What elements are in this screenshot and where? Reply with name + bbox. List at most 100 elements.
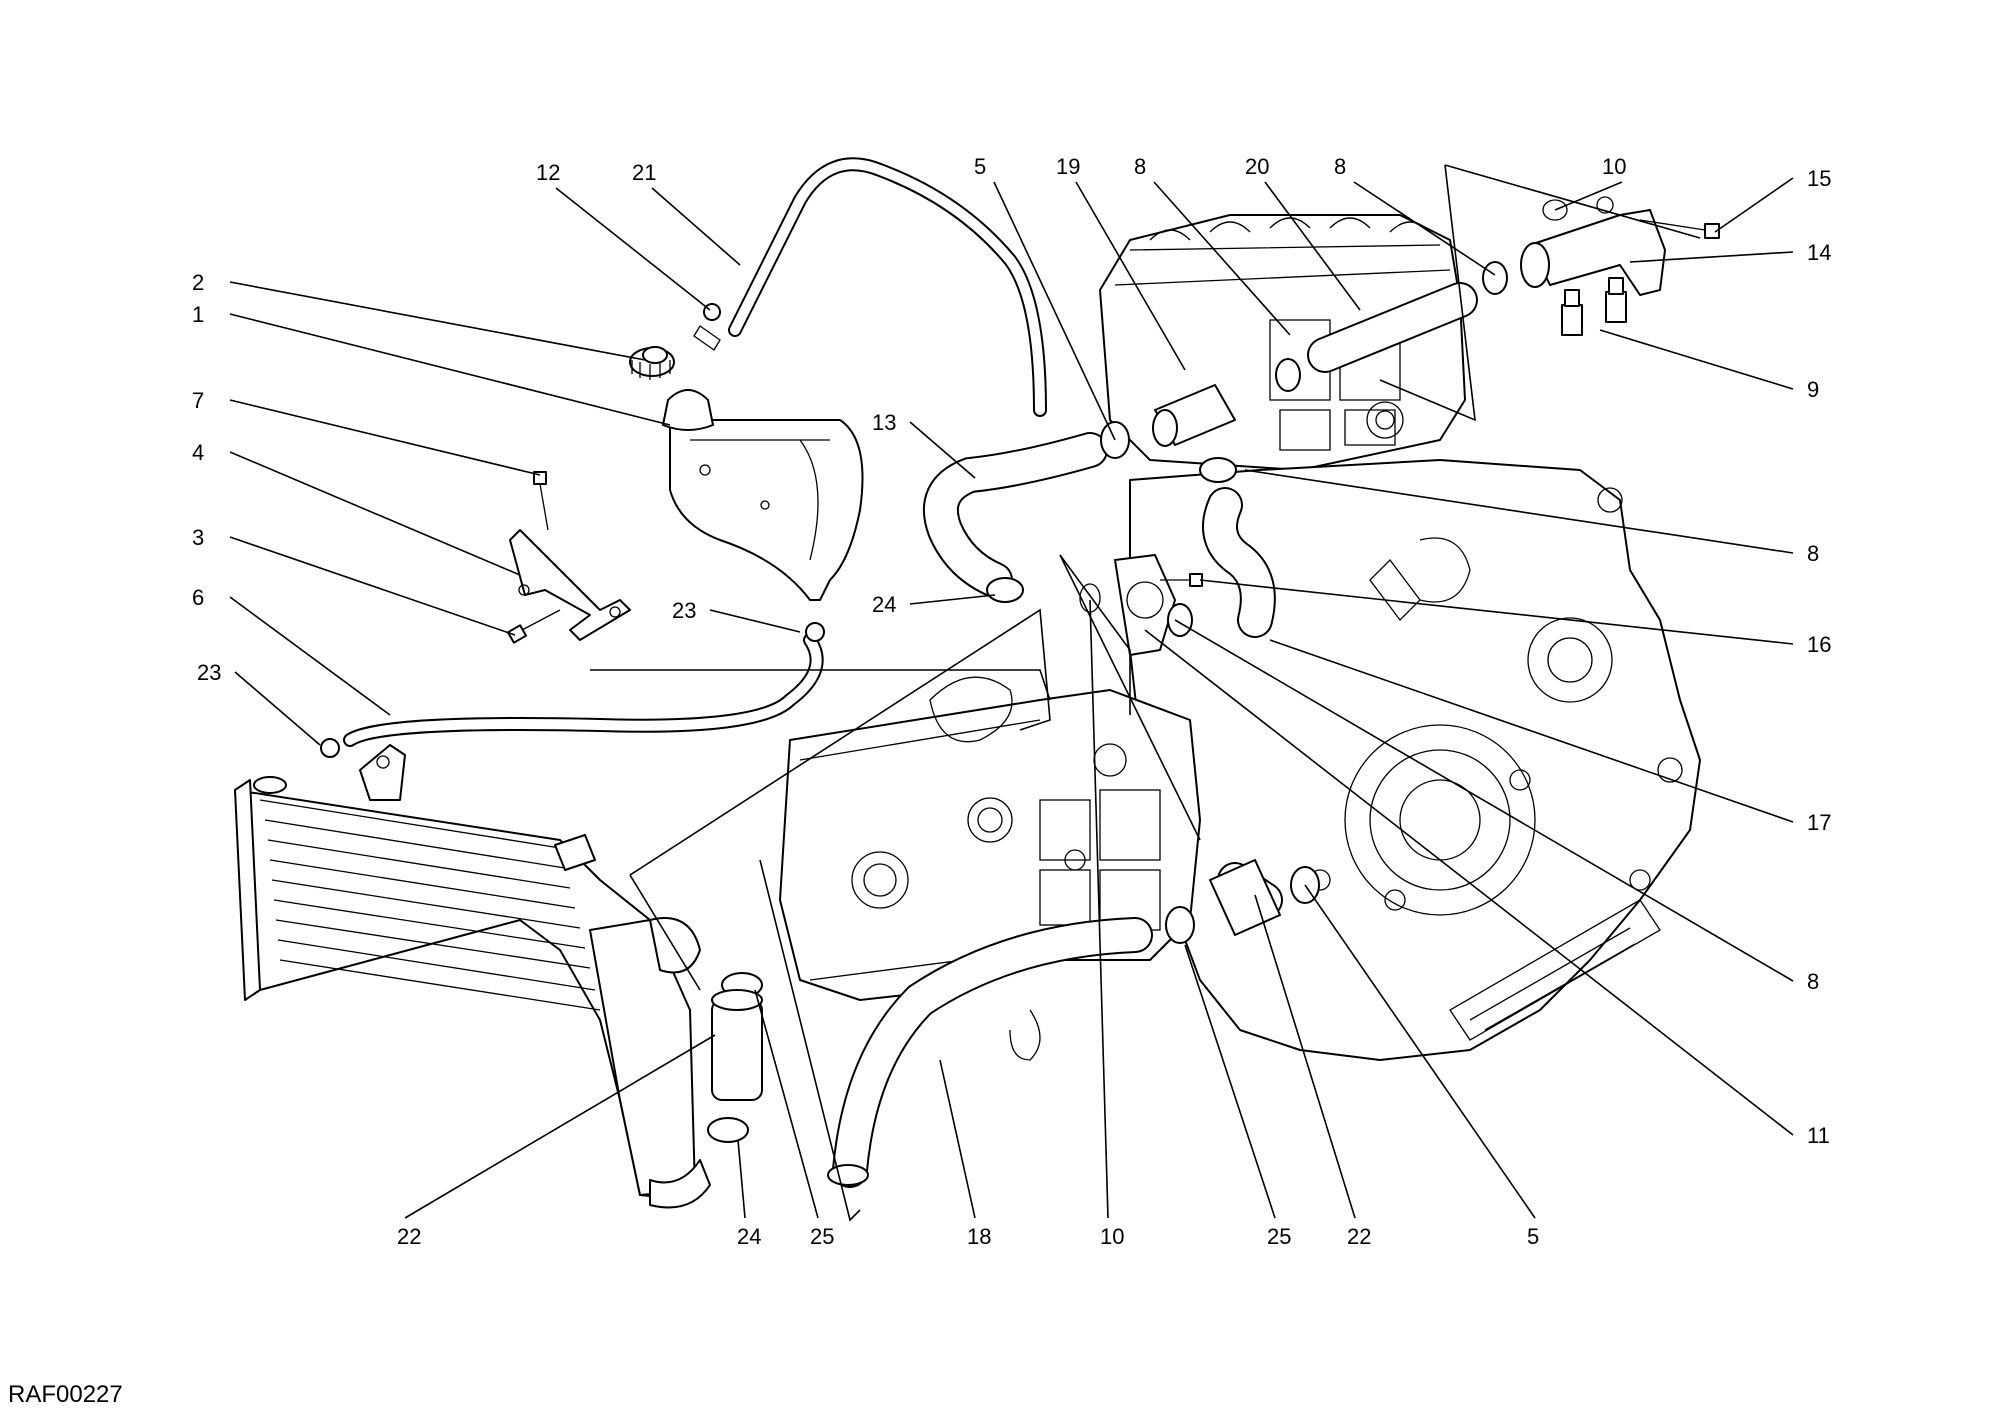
callout-leader-25	[1184, 944, 1276, 1219]
callout-number: 17	[1807, 810, 1831, 835]
callout-leader-22	[404, 1034, 716, 1219]
housing-screw	[1639, 219, 1720, 239]
callout-number: 22	[1347, 1224, 1371, 1249]
bracket-bolt-upper	[533, 471, 549, 531]
hose-clamp-24-upper	[986, 577, 1024, 603]
upper-hose	[923, 432, 1108, 598]
callout-leader-10	[1089, 599, 1109, 1219]
callout-number: 14	[1807, 240, 1831, 265]
vent-tube	[728, 157, 1047, 417]
expansion-tank	[662, 389, 864, 601]
callout-number: 4	[192, 440, 204, 465]
connector-hose-20	[1307, 282, 1478, 373]
callout-leader-8	[1244, 469, 1794, 554]
callout-leader-20	[1264, 181, 1361, 311]
callout-number: 24	[737, 1224, 761, 1249]
callout-number: 9	[1807, 377, 1819, 402]
grouping-lines	[590, 164, 1701, 1222]
callout-leader-8	[1153, 181, 1291, 336]
hose-clamp-8-a	[1275, 358, 1301, 392]
callout-leader-5	[993, 181, 1116, 441]
connector-hose-22-left	[711, 989, 763, 1101]
callout-leader-2	[229, 281, 646, 361]
callout-leader-12	[555, 187, 711, 311]
callout-number: 15	[1807, 166, 1831, 191]
callout-number: 25	[1267, 1224, 1291, 1249]
callout-number: 18	[967, 1224, 991, 1249]
callout-leader-21	[651, 187, 741, 266]
callout-number: 8	[1334, 154, 1346, 179]
callout-number: 5	[974, 154, 986, 179]
bracket-bolt-lower	[506, 609, 561, 644]
callout-leader-23	[234, 671, 321, 746]
callout-leader-10	[1554, 181, 1623, 211]
callout-number: 24	[872, 592, 896, 617]
callout-number: 23	[672, 598, 696, 623]
callout-leader-25	[754, 989, 819, 1219]
hose-clamp-24-lower	[707, 1117, 749, 1143]
callout-leader-11	[1144, 629, 1794, 1136]
callout-leader-24	[737, 1139, 746, 1219]
filler-cap	[629, 346, 675, 380]
callout-number: 1	[192, 302, 204, 327]
hose-clamp-25-right	[1165, 906, 1195, 944]
temperature-sensors	[1561, 277, 1627, 336]
lower-radiator-hose	[827, 917, 1153, 1188]
connector-hose-22-right	[1209, 859, 1283, 936]
callout-number: 19	[1056, 154, 1080, 179]
callout-leader-16	[1199, 579, 1794, 645]
callout-leader-8	[1353, 181, 1496, 276]
callout-number: 2	[192, 270, 204, 295]
callout-number: 13	[872, 410, 896, 435]
overflow-hose	[343, 633, 824, 747]
callout-number: 16	[1807, 632, 1831, 657]
callout-number: 10	[1602, 154, 1626, 179]
callout-leader-3	[229, 536, 516, 636]
callout-leader-22	[1254, 894, 1356, 1219]
hose-clamp-8-d	[1167, 603, 1193, 637]
callout-number: 8	[1807, 541, 1819, 566]
callout-leader-13	[909, 421, 976, 479]
callout-number: 21	[632, 160, 656, 185]
bypass-hose-17	[1202, 487, 1276, 638]
callout-number: 3	[192, 525, 204, 550]
drawing-code: RAF00227	[8, 1381, 123, 1408]
callout-leader-6	[229, 596, 391, 716]
callout-number: 5	[1527, 1224, 1539, 1249]
callout-leader-7	[229, 399, 541, 476]
callout-leader-17	[1269, 639, 1794, 823]
callout-leader-8	[1174, 619, 1794, 982]
callout-leader-15	[1714, 177, 1794, 233]
callout-leader-9	[1599, 329, 1794, 390]
callout-number: 12	[536, 160, 560, 185]
radiator	[234, 744, 711, 1209]
hose-clamp-upper	[805, 622, 825, 642]
callout-number: 10	[1100, 1224, 1124, 1249]
vent-clamp	[693, 303, 721, 351]
callout-number: 23	[197, 660, 221, 685]
callout-number: 6	[192, 585, 204, 610]
callout-leader-19	[1075, 181, 1186, 371]
front-cylinder-head	[779, 676, 1201, 1061]
callout-number: 20	[1245, 154, 1269, 179]
tank-bracket	[509, 529, 631, 641]
thermostat-housing	[1520, 196, 1666, 296]
callout-number: 8	[1807, 969, 1819, 994]
callout-number: 11	[1807, 1123, 1830, 1148]
hose-clamp-8-b	[1482, 261, 1508, 295]
callout-leader-18	[939, 1059, 976, 1219]
hose-clamp-8-c	[1199, 457, 1237, 483]
callout-number: 8	[1134, 154, 1146, 179]
callout-number: 25	[810, 1224, 834, 1249]
connector-pipe-19	[1152, 384, 1236, 447]
callout-leader-5	[1304, 884, 1536, 1219]
callout-leader-4	[229, 451, 521, 576]
callout-number: 22	[397, 1224, 421, 1249]
callout-leader-14	[1629, 251, 1794, 263]
callout-number: 7	[192, 388, 204, 413]
o-ring-upper	[1542, 199, 1568, 221]
callout-leader-24	[909, 594, 996, 605]
callout-leader-1	[229, 313, 671, 426]
